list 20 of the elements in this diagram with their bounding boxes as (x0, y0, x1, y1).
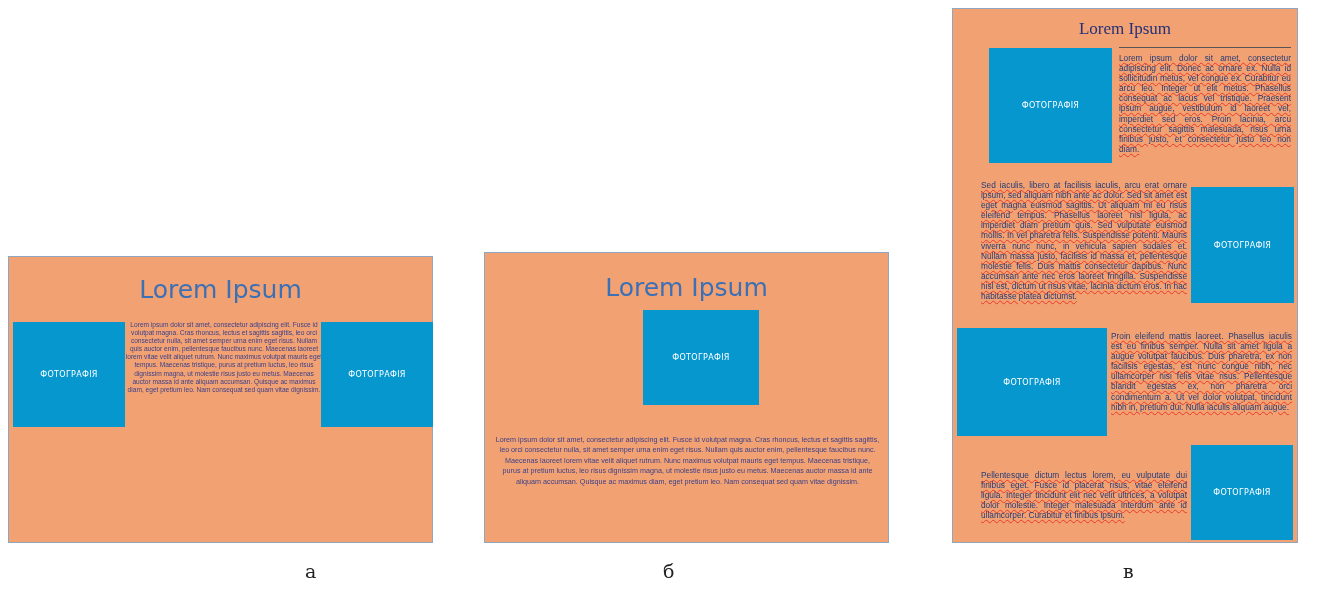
photo-placeholder-box: ФОТОГРАФІЯ (643, 310, 759, 405)
page-title: Lorem Ipsum (138, 275, 303, 304)
photo-placeholder-box: ФОТОГРАФІЯ (1191, 445, 1293, 540)
photo-placeholder-box: ФОТОГРАФІЯ (989, 48, 1112, 163)
body-text: Lorem ipsum dolor sit amet, consectetur adipiscing elit. Donec ac ornare ex. Nulla id sollicitudin metus, vel congue ex. Curabitur eu arcu leo. Integer ut elit metus. Phasellus consequat ac lacus vel tristique. Praesent ipsum augue, vestibulum id laoreet vel, imperdiet sed eros. Proin lacinia, arcu consectetur sagittis malesuada, risus urna finibus justo, et consectetur justo leo non diam. (1119, 53, 1291, 154)
page-mockup (8, 256, 433, 543)
body-text: Proin eleifend mattis laoreet. Phasellus iaculis est eu finibus semper. Nulla sit amet ligula a augue volutpat faucibus. Duis pharetra, ex non facilisis egestas, est nunc congue nibh, nec ullamcorper nisi felis vitae risus. Pellentesque blandit egestas ex, non pharetra orci condimentum a. Ut vel dolor volutpat, tincidunt nibh in, pretium dui. Nulla iaculis aliquam augue. (1111, 331, 1292, 412)
body-text: Pellentesque dictum lectus lorem, eu vulputate dui finibus eget. Fusce id placerat risus, vitae eleifend ligula. Integer tincidunt elit nec velit ultrices, a volutpat dolor molestie. Integer malesuada interdum ante id ullamcorper. Curabitur et finibus ipsum. (981, 470, 1187, 521)
panel-caption: б (663, 560, 675, 582)
panel-caption: а (305, 560, 317, 582)
page-mockup (484, 252, 889, 543)
photo-placeholder-box: ФОТОГРАФІЯ (13, 322, 125, 427)
photo-placeholder-box: ФОТОГРАФІЯ (957, 328, 1107, 436)
panel-caption: в (1123, 560, 1134, 582)
page-title: Lorem Ipsum (1077, 19, 1173, 39)
page-title: Lorem Ipsum (604, 273, 769, 302)
photo-placeholder-box: ФОТОГРАФІЯ (1191, 187, 1294, 303)
page-mockup (952, 8, 1298, 543)
body-text: Sed iaculis, libero at facilisis iaculis, arcu erat ornare ipsum, sed aliquam nibh ante ac dolor. Sed sit amet est eget magna euismod sagittis. Ut aliquam mi eu risus eleifend tempus. Phasellus laoreet nisl ligula, ac imperdiet diam pretium quis. Sed vulputate euismod mollis. In vel pharetra felis. Suspendisse potenti. Mauris viverra nunc nunc, in vehicula sapien sodales et. Nullam massa justo, facilisis id massa et, pellentesque molestie felis. Duis mattis consectetur dapibus. Nunc accumsan ante nec eros laoreet fringilla. Suspendisse nisl est, dictum ut risus vitae, lacinia dictum eros. In hac habitasse platea dictumst. (981, 180, 1187, 302)
photo-placeholder-box: ФОТОГРАФІЯ (321, 322, 433, 427)
